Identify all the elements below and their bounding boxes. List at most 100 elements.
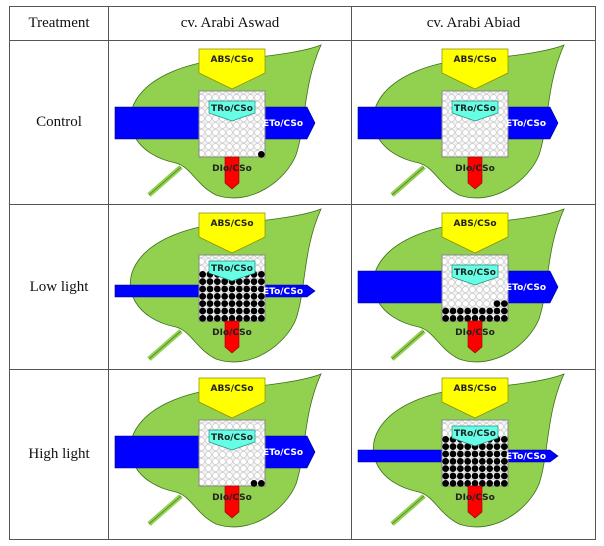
closed-reaction-center [235, 292, 243, 300]
tro-shape [208, 100, 256, 122]
eto-label: ETo/CSo [506, 283, 546, 293]
header-row: Treatment cv. Arabi Aswad cv. Arabi Abia… [9, 6, 596, 41]
abs-arrow [441, 48, 509, 90]
closed-reaction-center [221, 307, 229, 315]
abs-arrow [441, 377, 509, 419]
closed-reaction-center [456, 314, 464, 322]
closed-reaction-center [449, 307, 457, 315]
closed-reaction-center [500, 307, 508, 315]
closed-reaction-center [471, 465, 479, 473]
closed-reaction-center [257, 270, 265, 278]
closed-reaction-center [500, 479, 508, 487]
closed-reaction-center [478, 465, 486, 473]
closed-reaction-center [243, 292, 251, 300]
abs-arrow [198, 48, 266, 90]
dio-arrow [224, 320, 240, 354]
closed-reaction-center [493, 465, 501, 473]
tro-label: TRo/CSo [454, 104, 496, 114]
closed-reaction-center [464, 314, 472, 322]
row-label-control: Control [9, 40, 109, 205]
closed-reaction-center [442, 443, 450, 451]
closed-reaction-center [486, 450, 494, 458]
closed-reaction-center [442, 314, 450, 322]
closed-reaction-center [206, 278, 214, 286]
eto-label: ETo/CSo [506, 452, 546, 462]
closed-reaction-center [257, 479, 265, 487]
closed-reaction-center [199, 278, 207, 286]
abs-arrow [198, 377, 266, 419]
closed-reaction-center [456, 465, 464, 473]
closed-reaction-center [442, 435, 450, 443]
closed-reaction-center [243, 314, 251, 322]
closed-reaction-center [486, 465, 494, 473]
abs-label: ABS/CSo [453, 384, 496, 394]
closed-reaction-center [464, 479, 472, 487]
dio-label: DIo/CSo [212, 164, 252, 174]
dio-arrow [224, 485, 240, 519]
tro-shape [451, 425, 499, 447]
abs-label: ABS/CSo [453, 219, 496, 229]
closed-reaction-center [243, 300, 251, 308]
closed-reaction-center [250, 479, 258, 487]
tro-shape [208, 260, 256, 282]
closed-reaction-center [442, 457, 450, 465]
closed-reaction-center [464, 465, 472, 473]
closed-reaction-center [257, 292, 265, 300]
closed-reaction-center [500, 457, 508, 465]
closed-reaction-center [493, 307, 501, 315]
closed-reaction-center [243, 285, 251, 293]
tro-label: TRo/CSo [454, 429, 496, 439]
closed-reaction-center [500, 450, 508, 458]
closed-reaction-center [478, 443, 486, 451]
closed-reaction-center [250, 292, 258, 300]
closed-reaction-center [199, 292, 207, 300]
closed-reaction-center [456, 472, 464, 480]
closed-reaction-center [449, 314, 457, 322]
row-label-low-light: Low light [9, 204, 109, 370]
abs-label: ABS/CSo [210, 219, 253, 229]
tro-shape [451, 264, 499, 286]
dio-label: DIo/CSo [212, 493, 252, 503]
eto-label: ETo/CSo [263, 119, 303, 129]
closed-reaction-center [221, 300, 229, 308]
closed-reaction-center [235, 307, 243, 315]
closed-reaction-center [228, 292, 236, 300]
closed-reaction-center [471, 307, 479, 315]
closed-reaction-center [486, 314, 494, 322]
closed-reaction-center [221, 285, 229, 293]
tro-label: TRo/CSo [454, 268, 496, 278]
closed-reaction-center [478, 314, 486, 322]
closed-reaction-center [442, 450, 450, 458]
dio-label: DIo/CSo [212, 328, 252, 338]
closed-reaction-center [486, 479, 494, 487]
closed-reaction-center [500, 314, 508, 322]
closed-reaction-center [257, 278, 265, 286]
closed-reaction-center [478, 450, 486, 458]
closed-reaction-center [228, 307, 236, 315]
closed-reaction-center [206, 300, 214, 308]
closed-reaction-center [478, 472, 486, 480]
closed-reaction-center [456, 457, 464, 465]
closed-reaction-center [486, 307, 494, 315]
closed-reaction-center [243, 278, 251, 286]
closed-reaction-center [199, 285, 207, 293]
tro-label: TRo/CSo [211, 104, 253, 114]
closed-reaction-center [213, 307, 221, 315]
closed-reaction-center [493, 443, 501, 451]
closed-reaction-center [478, 479, 486, 487]
header-treatment: Treatment [9, 6, 109, 41]
closed-reaction-center [206, 285, 214, 293]
closed-reaction-center [464, 443, 472, 451]
closed-reaction-center [478, 457, 486, 465]
tro-label: TRo/CSo [211, 264, 253, 274]
closed-reaction-center [486, 472, 494, 480]
dio-arrow [467, 485, 483, 519]
